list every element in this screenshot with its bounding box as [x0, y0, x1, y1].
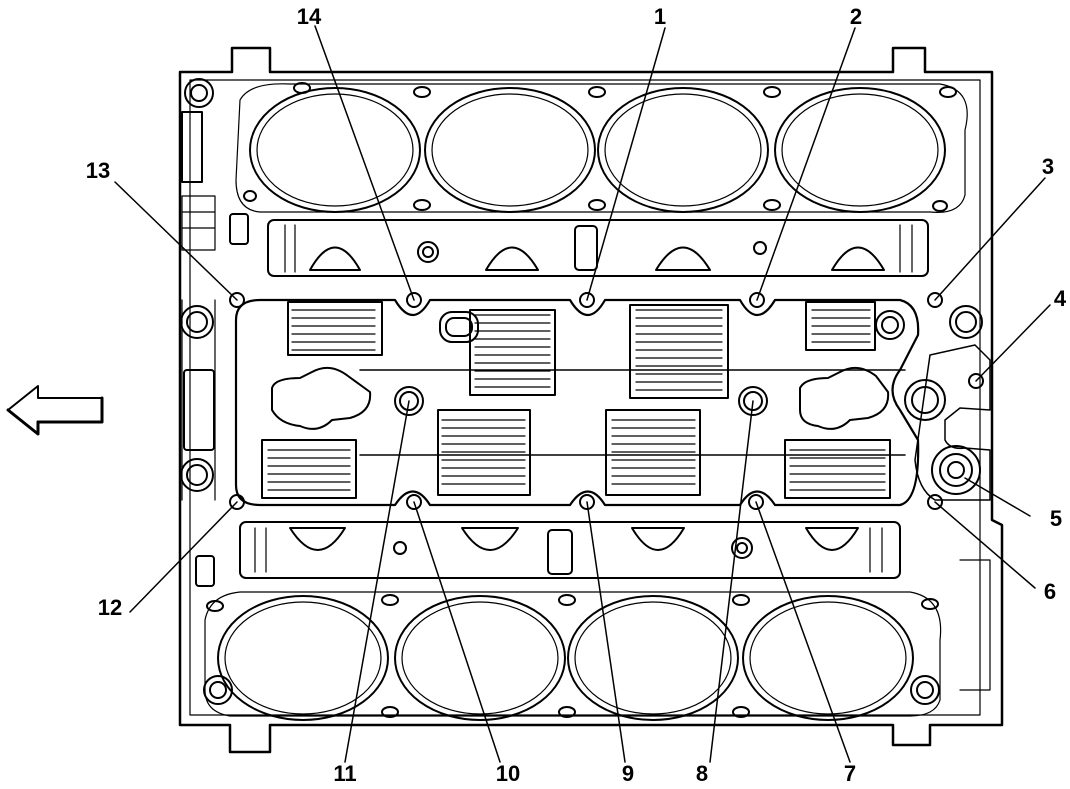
- bolt-hole-9: [579, 494, 595, 510]
- bolt-holes: [229, 292, 984, 510]
- bolt-hole-11: [399, 391, 419, 411]
- bolt-hole-14: [406, 292, 422, 308]
- bolt-hole-11a: [394, 386, 424, 416]
- bolt-hole-5: [947, 461, 965, 479]
- callout-5: 5: [1050, 506, 1062, 531]
- callout-12: 12: [98, 595, 122, 620]
- block-outline: [178, 46, 1004, 754]
- callout-13: 13: [86, 158, 110, 183]
- callout-4: 4: [1054, 286, 1067, 311]
- left-side-details: [180, 299, 216, 501]
- valley-region: [234, 298, 920, 507]
- bolt-hole-7: [748, 494, 764, 510]
- bolt-hole-8a: [738, 386, 768, 416]
- callout-14: 14: [297, 4, 322, 29]
- upper-cylinder-bank: [181, 78, 968, 213]
- callout-7: 7: [844, 761, 856, 784]
- leader-lines: [114, 25, 1051, 763]
- callout-9: 9: [622, 761, 634, 784]
- callout-6: 6: [1044, 579, 1056, 604]
- callout-8: 8: [696, 761, 708, 784]
- callout-labels: 1 2 3 4 5 6 7 8 9 10 11 12 13 14: [86, 4, 1067, 786]
- callout-10: 10: [496, 761, 520, 784]
- bolt-hole-1: [579, 292, 595, 308]
- lower-intake-ports: [195, 521, 901, 587]
- arrow-left-icon: [6, 385, 104, 436]
- bolt-hole-2: [749, 292, 765, 308]
- bolt-hole-8: [743, 391, 763, 411]
- callout-3: 3: [1042, 154, 1054, 179]
- bolt-hole-3: [927, 292, 943, 308]
- bolt-hole-12: [229, 494, 245, 510]
- bolt-hole-13: [229, 292, 245, 308]
- bolt-hole-4: [968, 373, 984, 389]
- callout-11: 11: [333, 761, 356, 784]
- upper-intake-ports: [181, 195, 929, 277]
- right-side-details: [904, 305, 991, 691]
- callout-1: 1: [654, 4, 666, 29]
- lower-cylinder-bank: [203, 591, 942, 721]
- bolt-hole-10: [406, 494, 422, 510]
- bolt-hole-6: [927, 494, 943, 510]
- callout-2: 2: [850, 4, 862, 29]
